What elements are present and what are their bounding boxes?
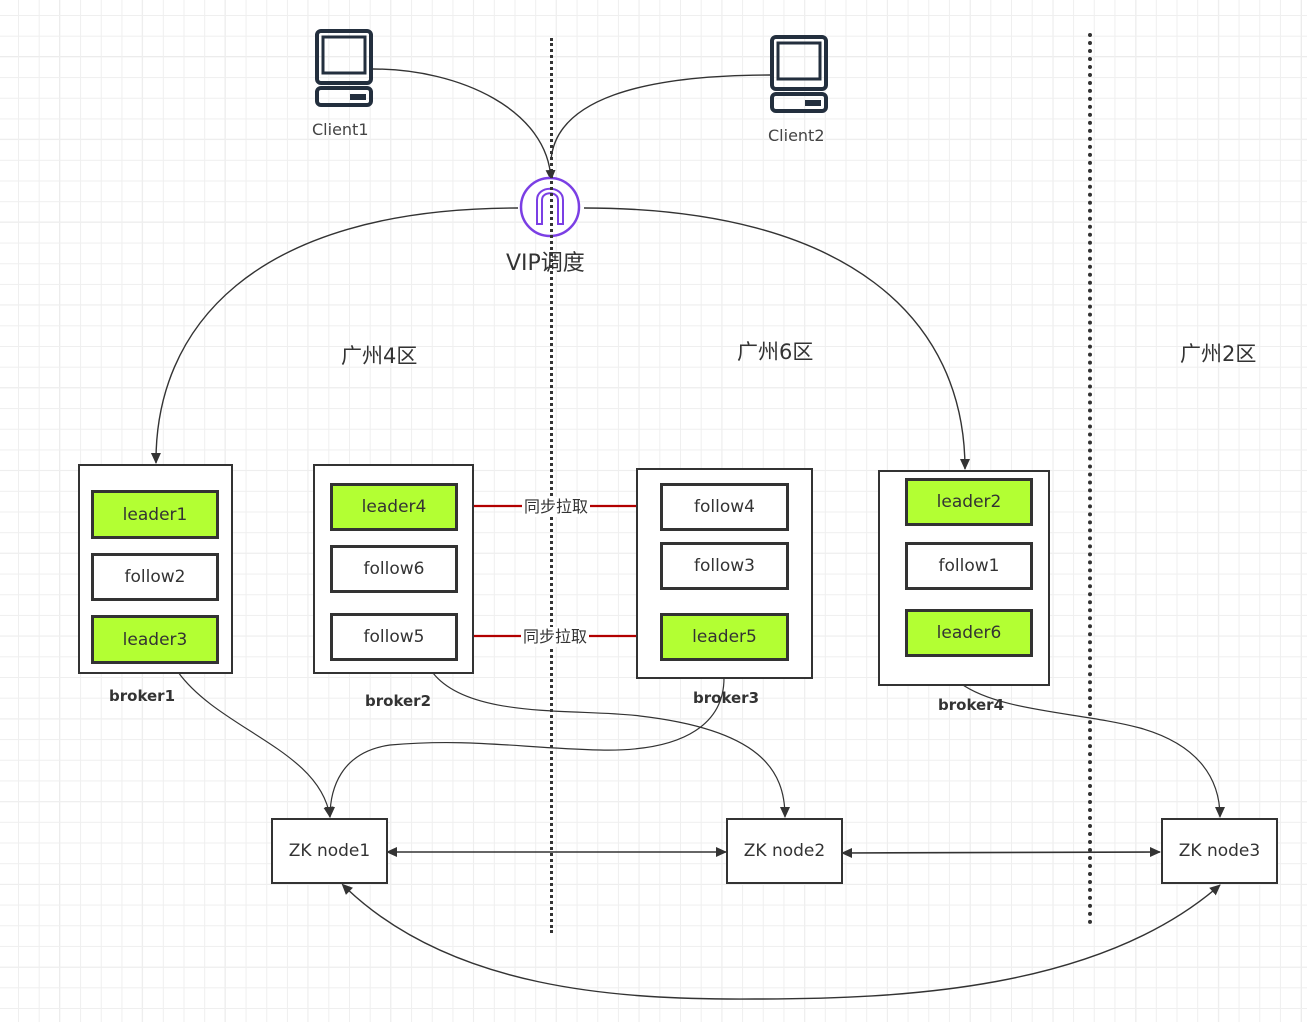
partition-follow1[interactable]: follow1 bbox=[905, 542, 1033, 590]
client1-to-vip-arrow bbox=[372, 68, 556, 181]
partition-leader4[interactable]: leader4 bbox=[330, 483, 458, 531]
broker-box[interactable]: leader4 follow6 follow5 bbox=[313, 464, 474, 674]
broker2-label: broker2 bbox=[365, 692, 432, 710]
partition-follow6[interactable]: follow6 bbox=[330, 545, 458, 593]
partition-follow5[interactable]: follow5 bbox=[330, 613, 458, 661]
client2-computer-icon bbox=[770, 35, 828, 113]
broker2-to-zk2-arrow bbox=[432, 672, 790, 818]
zone-label-gz4: 广州4区 bbox=[341, 344, 418, 368]
broker-box[interactable]: leader1 follow2 leader3 bbox=[78, 464, 233, 674]
zk-node1[interactable]: ZK node1 bbox=[271, 818, 388, 884]
broker1-to-zk1-arrow bbox=[177, 671, 334, 818]
zone-label-gz6: 广州6区 bbox=[737, 340, 814, 364]
broker-box[interactable]: follow4 follow3 leader5 bbox=[636, 468, 813, 679]
partition-leader6[interactable]: leader6 bbox=[905, 609, 1033, 657]
partition-leader3[interactable]: leader3 bbox=[91, 615, 219, 664]
client1-label: Client1 bbox=[312, 120, 369, 139]
partition-leader5[interactable]: leader5 bbox=[660, 613, 789, 661]
partition-follow2[interactable]: follow2 bbox=[91, 553, 219, 601]
zk1-zk3-link bbox=[341, 883, 1221, 1000]
zone-divider-4-6 bbox=[550, 38, 553, 933]
zk2-zk3-link bbox=[841, 847, 1161, 858]
broker-box[interactable]: leader2 follow1 leader6 bbox=[878, 470, 1050, 686]
vip-label: VIP调度 bbox=[506, 251, 585, 276]
zone-label-gz2: 广州2区 bbox=[1180, 342, 1257, 366]
broker4-to-zk3-arrow bbox=[959, 682, 1225, 818]
partition-follow4[interactable]: follow4 bbox=[660, 483, 789, 531]
client2-to-vip-arrow bbox=[550, 74, 772, 161]
partition-leader1[interactable]: leader1 bbox=[91, 490, 219, 539]
partition-follow3[interactable]: follow3 bbox=[660, 542, 789, 590]
zk-node2[interactable]: ZK node2 bbox=[726, 818, 843, 884]
client1-computer-icon bbox=[315, 29, 373, 107]
broker3-label: broker3 bbox=[693, 689, 760, 707]
client2-label: Client2 bbox=[768, 126, 825, 145]
zk-node3[interactable]: ZK node3 bbox=[1161, 818, 1278, 884]
broker4-label: broker4 bbox=[938, 696, 1005, 714]
zone-divider-6-2 bbox=[1088, 33, 1092, 925]
broker3-to-zk1-arrow bbox=[325, 677, 725, 818]
partition-leader2[interactable]: leader2 bbox=[905, 478, 1033, 526]
sync-label-bottom: 同步拉取 bbox=[521, 627, 590, 647]
sync-label-top: 同步拉取 bbox=[522, 497, 591, 517]
vip-to-broker1-arrow bbox=[150, 207, 519, 464]
broker1-label: broker1 bbox=[109, 687, 176, 705]
vip-to-broker4-arrow bbox=[583, 207, 970, 470]
